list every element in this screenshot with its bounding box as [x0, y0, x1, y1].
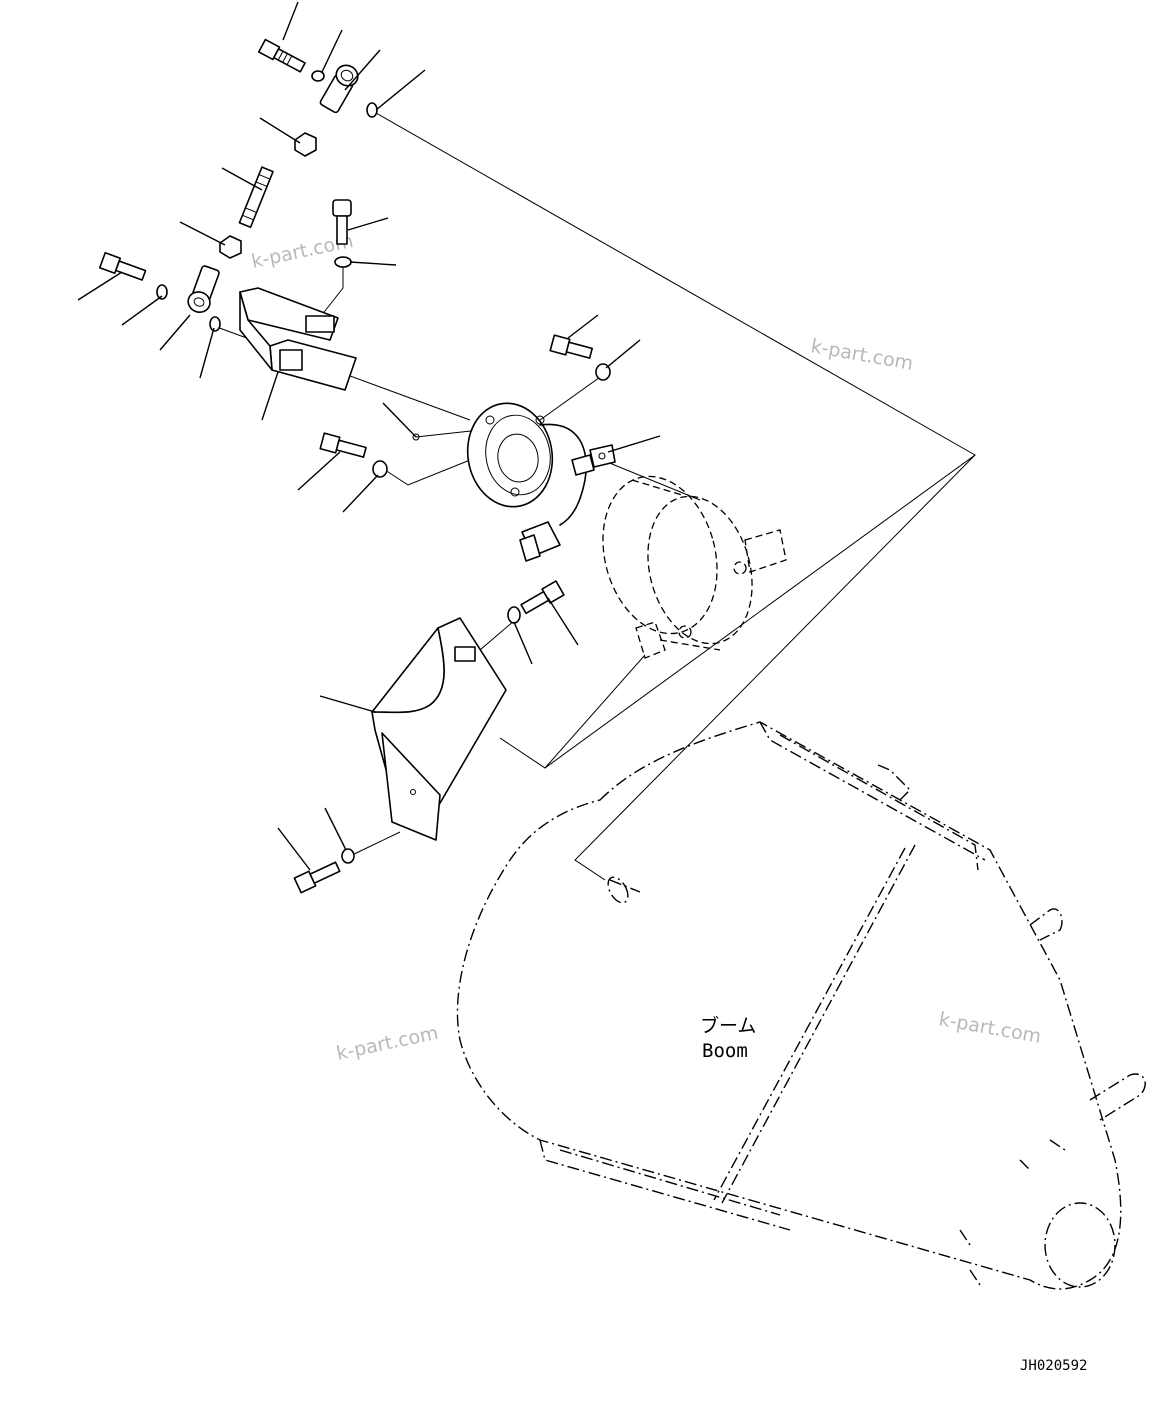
bracket-icon	[239, 287, 357, 391]
rod-end-icon	[319, 64, 359, 114]
rotary-sensor-icon	[466, 402, 587, 526]
bolt-icon	[98, 251, 147, 281]
boom-outline	[456, 721, 1146, 1290]
nut-icon	[219, 235, 242, 259]
boom-label-jp: ブーム	[700, 1014, 756, 1037]
callout-leaders	[77, 1, 661, 871]
bolt-icon	[293, 861, 341, 894]
washer-icon	[156, 284, 168, 300]
washer-icon	[334, 256, 352, 268]
connector-icon	[519, 521, 561, 562]
cover-plate-icon	[371, 617, 507, 841]
bolt-icon	[549, 334, 594, 359]
watermark-left: k-part.com	[334, 1022, 440, 1065]
washer-icon	[507, 606, 521, 624]
connection-lines	[213, 112, 976, 881]
drawing-code: JH020592	[1020, 1358, 1087, 1374]
bolt-icon	[520, 580, 565, 615]
screw-icon	[412, 433, 420, 441]
sensor-housing	[602, 475, 787, 659]
nut-icon	[294, 132, 317, 157]
rod-end-icon	[187, 265, 220, 313]
watermark-right: k-part.com	[937, 1008, 1043, 1048]
washer-icon	[311, 70, 325, 82]
bolt-icon	[332, 199, 352, 245]
threaded-rod-icon	[238, 166, 274, 229]
bolt-icon	[319, 432, 367, 458]
clamp-icon	[571, 444, 616, 476]
bolt-icon	[257, 38, 306, 73]
washer-icon	[209, 316, 221, 332]
boom-label-en: Boom	[702, 1040, 748, 1062]
washer-icon	[341, 848, 355, 864]
washer-icon	[366, 102, 378, 118]
washer-icon	[372, 460, 388, 478]
